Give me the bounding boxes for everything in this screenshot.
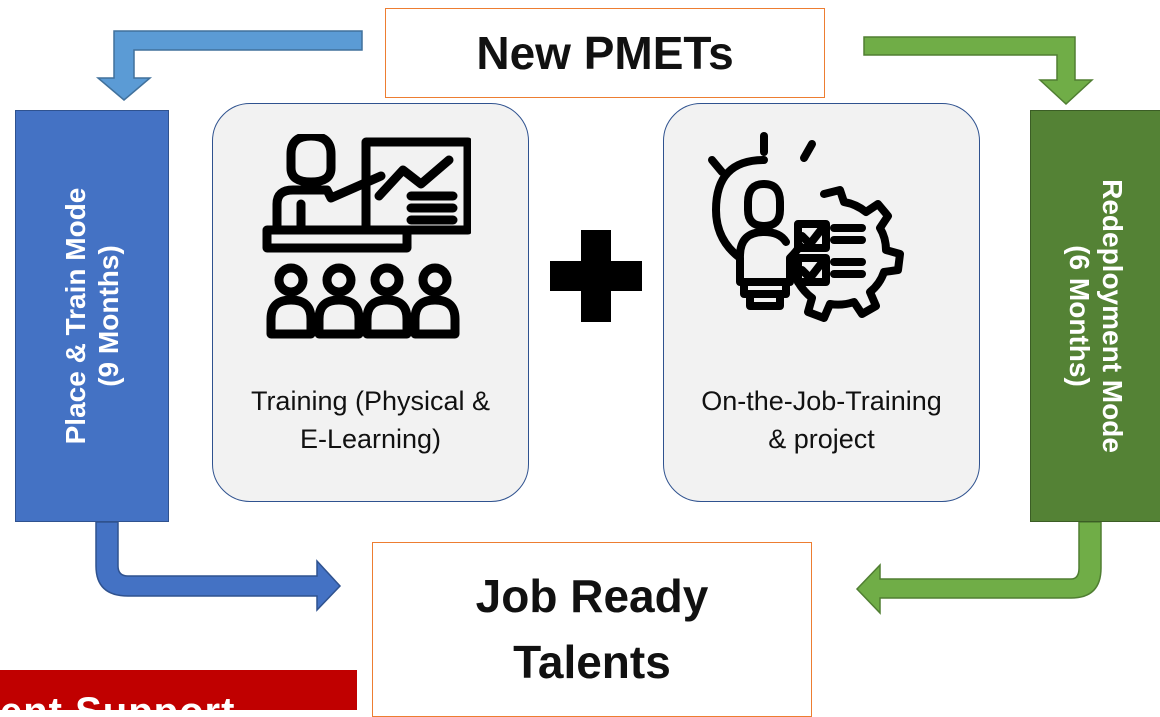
- redeployment-mode-label: Redeployment Mode (6 Months): [1063, 179, 1129, 453]
- ojt-label: On-the-Job-Training & project: [664, 382, 979, 458]
- arrow-from-redeployment: [855, 521, 1102, 615]
- plus-icon: [550, 230, 642, 322]
- ojt-label-line1: On-the-Job-Training: [701, 386, 942, 416]
- new-pmets-box: New PMETs: [385, 8, 825, 98]
- support-banner: ent Support: [0, 670, 357, 710]
- training-label-line1: Training (Physical &: [250, 386, 491, 416]
- arrow-to-place-train: [95, 30, 363, 101]
- arrow-from-place-train: [95, 521, 342, 612]
- place-train-mode-box: Place & Train Mode (9 Months): [15, 110, 169, 522]
- redeployment-mode-box: Redeployment Mode (6 Months): [1030, 110, 1160, 522]
- training-card: Training (Physical & E-Learning): [212, 103, 529, 502]
- job-ready-title-line1: Job Ready: [475, 570, 709, 622]
- job-ready-title-line2: Talents: [513, 636, 671, 688]
- lightbulb-checklist-gear-icon: [708, 132, 904, 322]
- ojt-label-line2: & project: [768, 424, 875, 454]
- job-ready-talents-box: Job Ready Talents: [372, 542, 812, 717]
- redeployment-mode-title: Redeployment Mode: [1097, 179, 1128, 453]
- place-train-mode-duration: (9 Months): [93, 245, 124, 387]
- ojt-card: On-the-Job-Training & project: [663, 103, 980, 502]
- place-train-mode-label: Place & Train Mode (9 Months): [59, 188, 125, 445]
- redeployment-mode-duration: (6 Months): [1064, 245, 1095, 387]
- new-pmets-title: New PMETs: [476, 27, 734, 79]
- arrow-to-redeployment: [863, 36, 1094, 106]
- place-train-mode-title: Place & Train Mode: [60, 187, 91, 445]
- training-label-line2: E-Learning): [299, 424, 442, 454]
- training-label: Training (Physical & E-Learning): [213, 382, 528, 458]
- classroom-presentation-icon: [262, 134, 471, 339]
- support-banner-text: ent Support: [0, 690, 235, 710]
